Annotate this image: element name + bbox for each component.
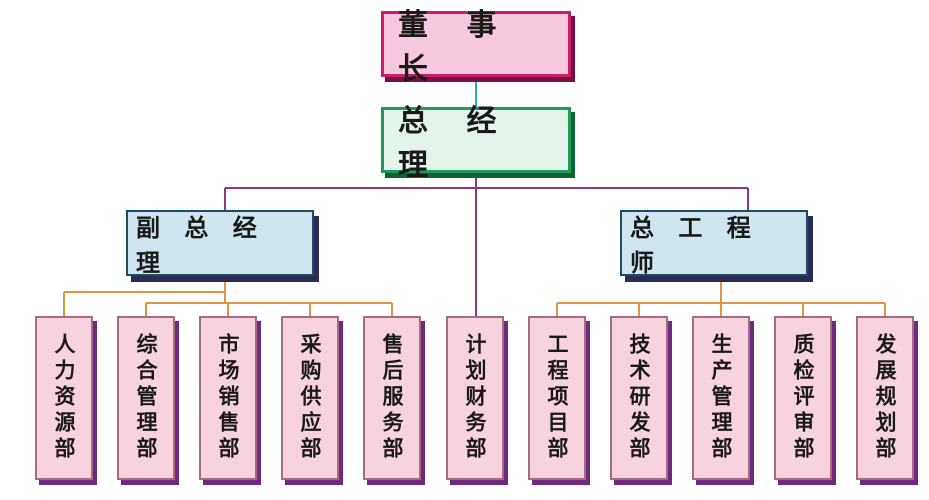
department-label: 市场销售部 bbox=[216, 333, 240, 463]
chairman-box: 董 事 长 bbox=[381, 8, 571, 87]
department-box: 售后服务部 bbox=[363, 316, 421, 480]
department-box: 综合管理部 bbox=[117, 316, 175, 480]
department-label: 综合管理部 bbox=[134, 333, 158, 463]
chairman-label: 董 事 长 bbox=[398, 8, 511, 87]
department-box: 采购供应部 bbox=[281, 316, 339, 480]
department-box: 质检评审部 bbox=[774, 316, 832, 480]
department-label: 人力资源部 bbox=[52, 333, 76, 463]
department-label: 工程项目部 bbox=[545, 333, 569, 463]
department-label: 售后服务部 bbox=[380, 333, 404, 463]
department-box: 技术研发部 bbox=[610, 316, 668, 480]
vice-general-manager-box: 副 总 经 理 bbox=[126, 210, 314, 277]
general-manager-box: 总 经 理 bbox=[381, 104, 571, 183]
department-label: 技术研发部 bbox=[627, 333, 651, 463]
department-label: 质检评审部 bbox=[791, 333, 815, 463]
department-box: 计划财务部 bbox=[446, 316, 504, 480]
department-box: 人力资源部 bbox=[35, 316, 93, 480]
vice-general-manager-label: 副 总 经 理 bbox=[136, 214, 265, 277]
department-label: 生产管理部 bbox=[709, 333, 733, 463]
department-box: 生产管理部 bbox=[692, 316, 750, 480]
department-box: 工程项目部 bbox=[528, 316, 586, 480]
chief-engineer-box: 总 工 程 师 bbox=[620, 210, 808, 277]
department-label: 采购供应部 bbox=[298, 333, 322, 463]
chief-engineer-label: 总 工 程 师 bbox=[630, 214, 759, 277]
department-box: 市场销售部 bbox=[199, 316, 257, 480]
department-box: 发展规划部 bbox=[856, 316, 914, 480]
department-label: 发展规划部 bbox=[873, 333, 897, 463]
general-manager-label: 总 经 理 bbox=[398, 104, 511, 183]
department-label: 计划财务部 bbox=[463, 333, 487, 463]
